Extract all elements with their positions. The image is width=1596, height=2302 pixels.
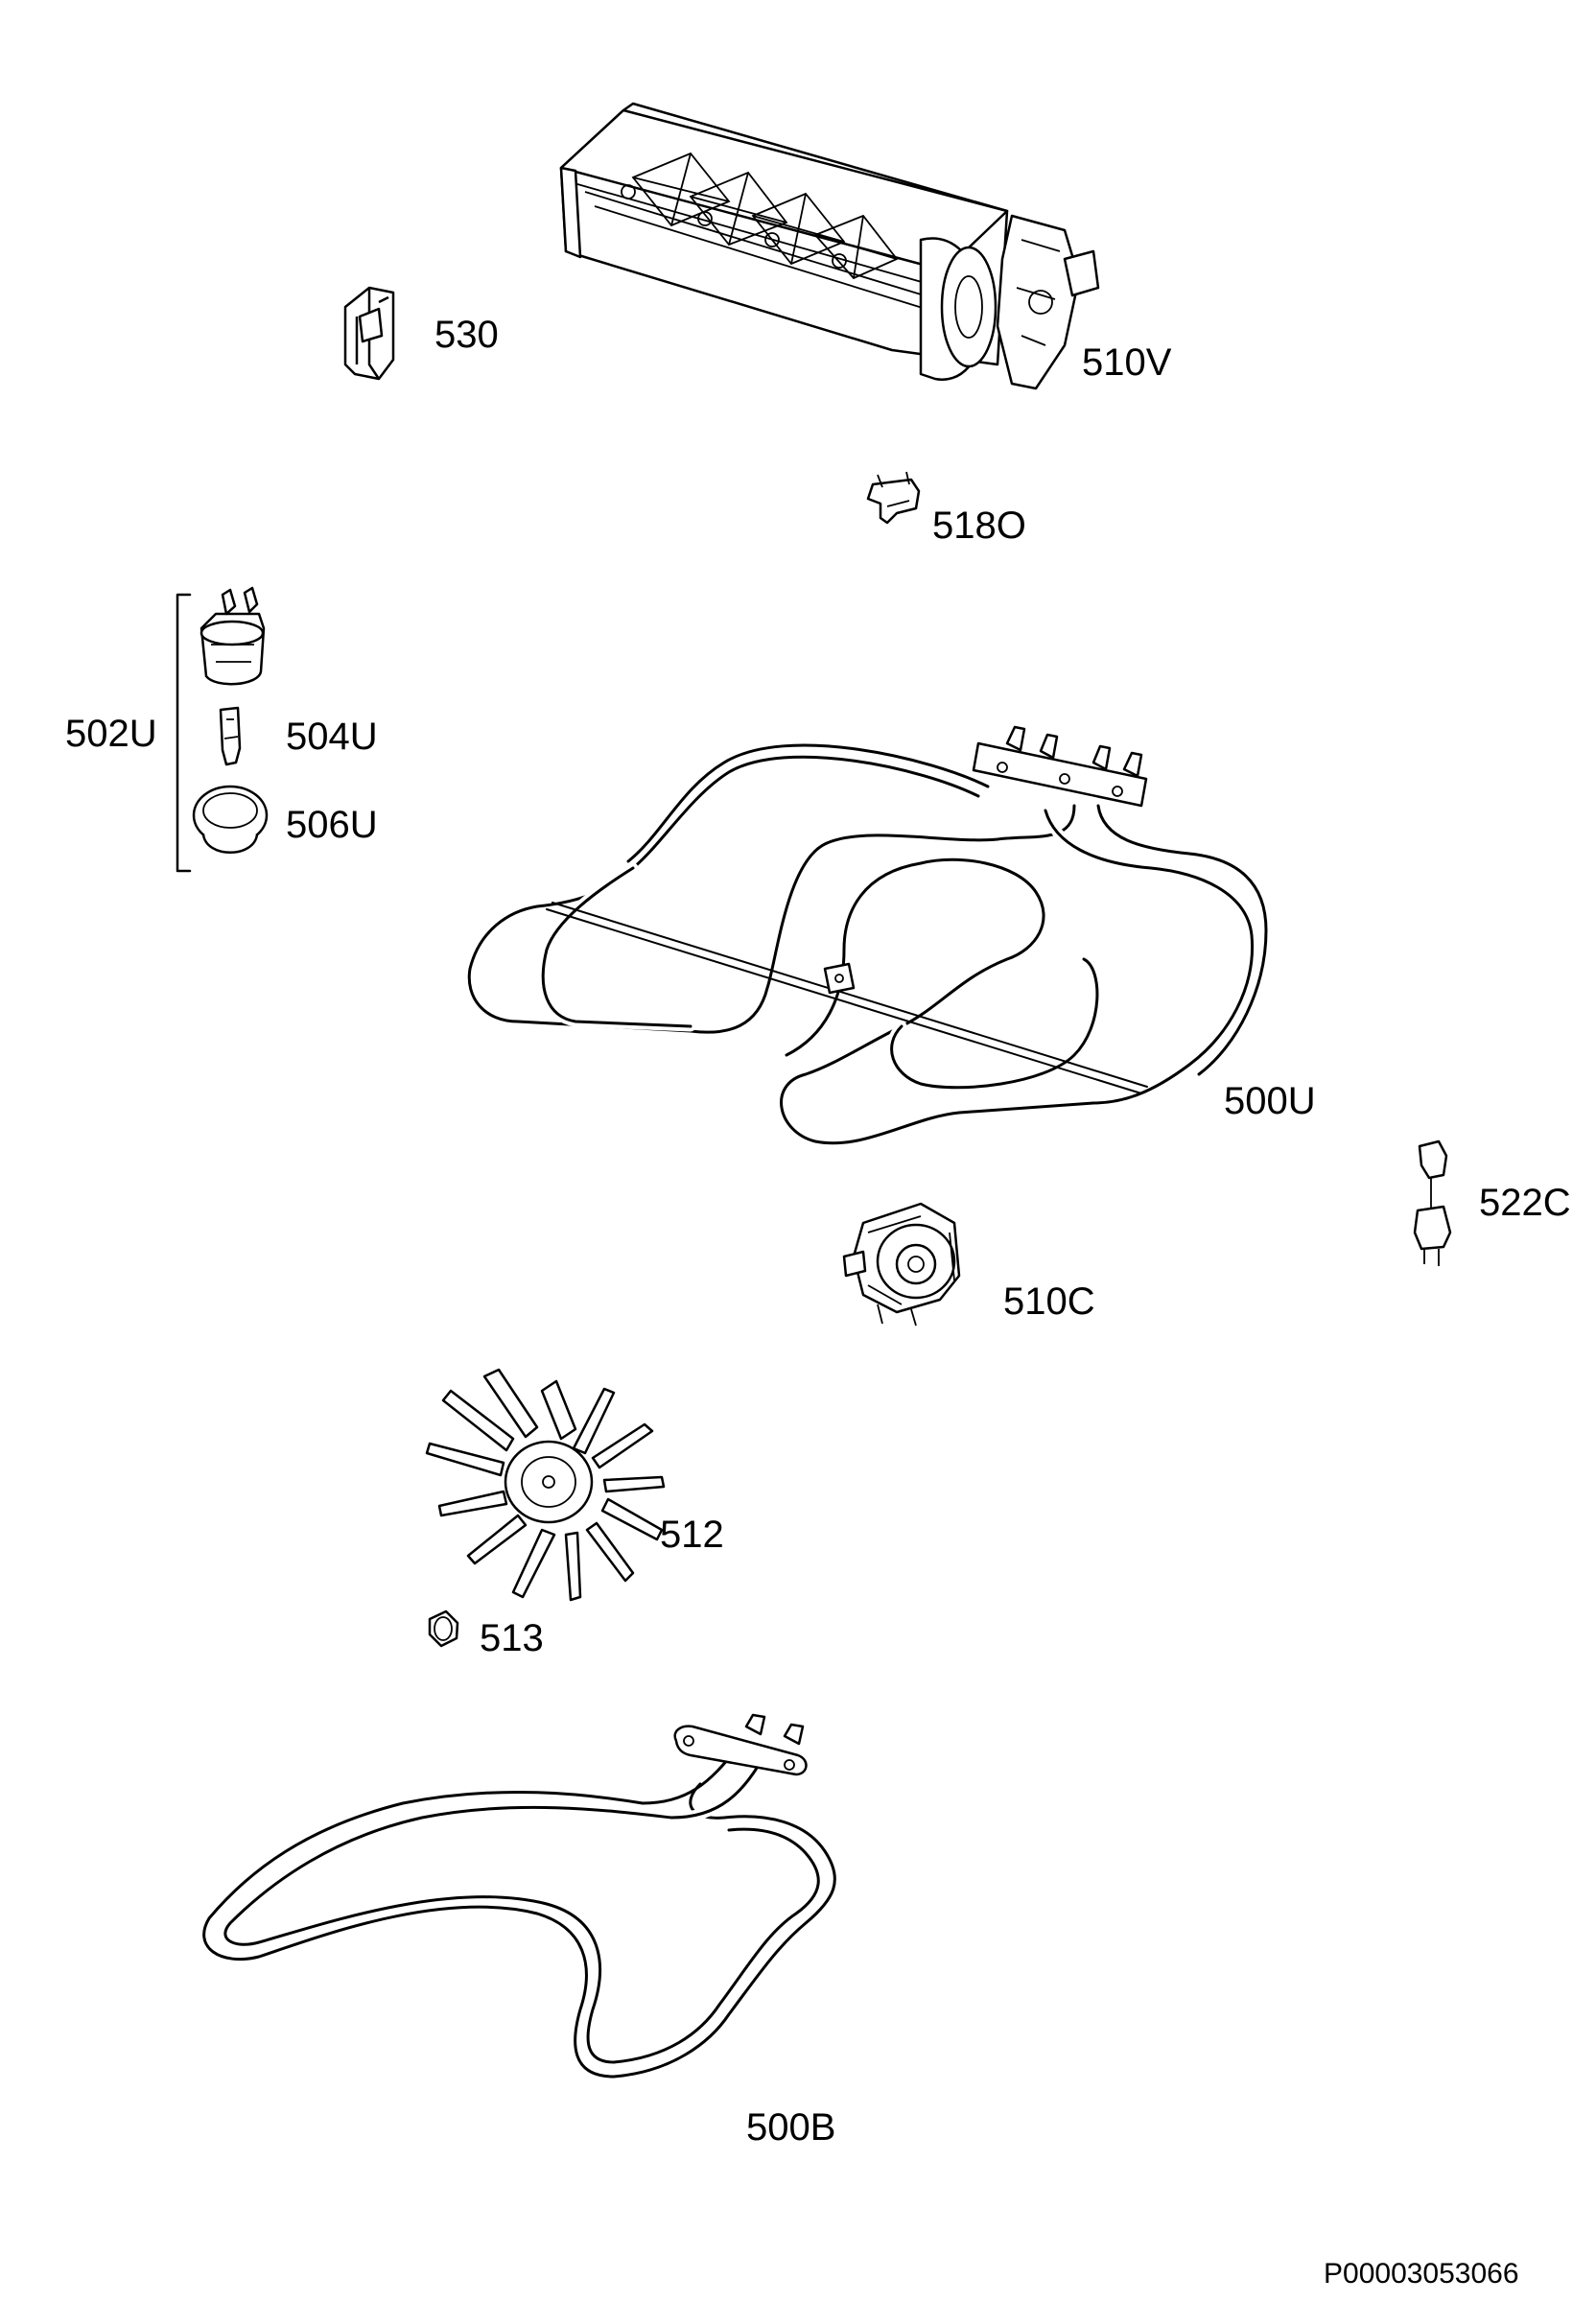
clip-drawing xyxy=(343,286,395,381)
upper-heating-element-drawing xyxy=(463,725,1272,1149)
convection-motor-drawing xyxy=(842,1202,961,1327)
bracket-drawing xyxy=(866,471,921,525)
fan-impeller-drawing xyxy=(425,1368,666,1602)
lamp-bulb-drawing xyxy=(219,706,242,766)
part-label-500u: 500U xyxy=(1224,1080,1316,1122)
switch-drawing xyxy=(1413,1139,1452,1266)
part-label-522c: 522C xyxy=(1479,1182,1571,1224)
lamp-cover-drawing xyxy=(192,785,269,854)
part-label-518o: 518O xyxy=(932,505,1026,547)
part-label-530: 530 xyxy=(434,314,499,356)
lower-heating-element-drawing xyxy=(199,1713,840,2082)
part-label-500b: 500B xyxy=(746,2106,836,2149)
part-label-506u: 506U xyxy=(286,804,378,846)
part-label-512: 512 xyxy=(660,1514,724,1556)
part-label-510c: 510C xyxy=(1003,1280,1095,1323)
nut-drawing xyxy=(428,1609,459,1648)
lamp-bracket-line xyxy=(176,593,192,873)
part-label-513: 513 xyxy=(480,1617,544,1659)
fan-motor-drawing xyxy=(559,102,1100,390)
drawing-number: P00003053066 xyxy=(1324,2258,1519,2290)
part-label-510v: 510V xyxy=(1082,341,1172,384)
part-label-502u: 502U xyxy=(65,713,157,755)
lamp-housing-drawing xyxy=(200,586,266,686)
part-label-504u: 504U xyxy=(286,716,378,758)
